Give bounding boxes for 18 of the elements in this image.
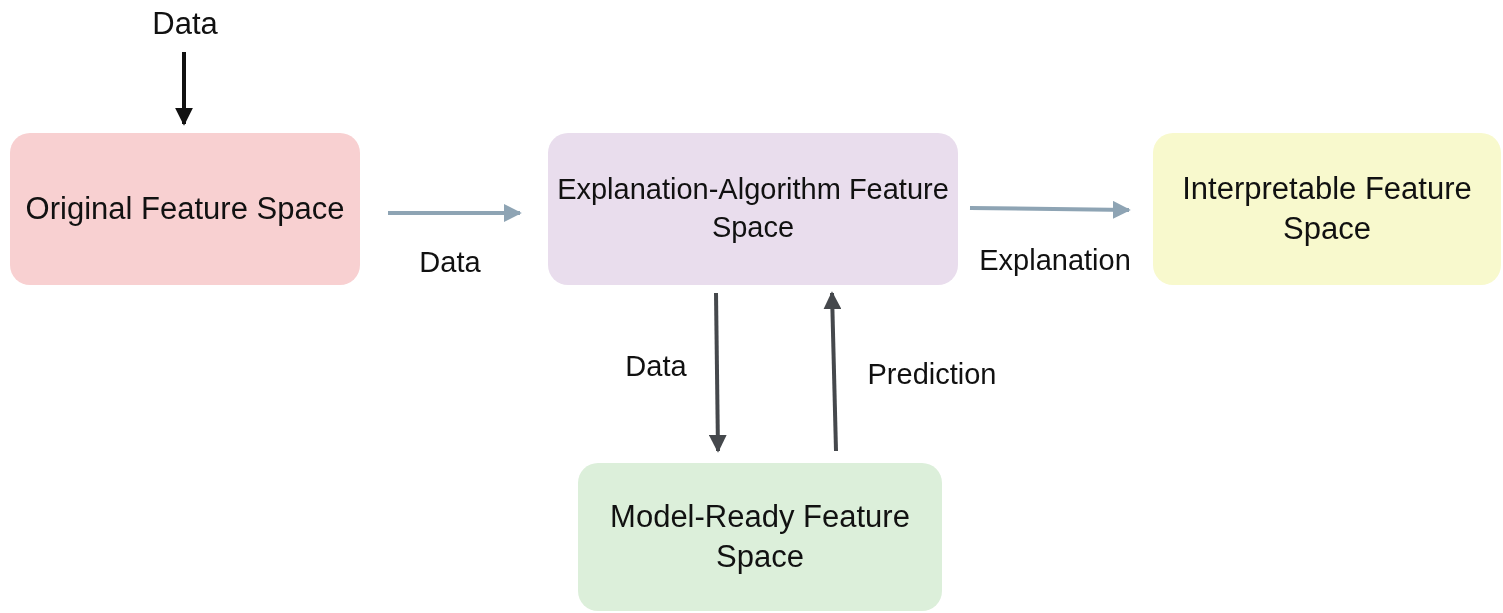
process-box: [1153, 133, 1501, 285]
edge-label: Prediction: [867, 357, 997, 391]
process-box: [548, 133, 958, 285]
arrow: [823, 291, 842, 452]
edge-label: Explanation: [979, 243, 1131, 277]
node-label: Explanation-Algorithm Feature Space: [556, 172, 950, 245]
process-box: [578, 463, 942, 611]
node-label: Model-Ready Feature Space: [609, 497, 911, 576]
arrow: [708, 292, 727, 453]
arrow: [388, 204, 522, 222]
node-label: Original Feature Space: [25, 189, 345, 228]
input-label: Data: [152, 4, 218, 43]
process-box: [10, 133, 360, 285]
edge-label: Data: [419, 245, 481, 279]
arrow: [969, 200, 1131, 219]
node-label: Interpretable Feature Space: [1181, 169, 1473, 248]
edge-label: Data: [625, 349, 687, 383]
arrow: [175, 52, 193, 126]
